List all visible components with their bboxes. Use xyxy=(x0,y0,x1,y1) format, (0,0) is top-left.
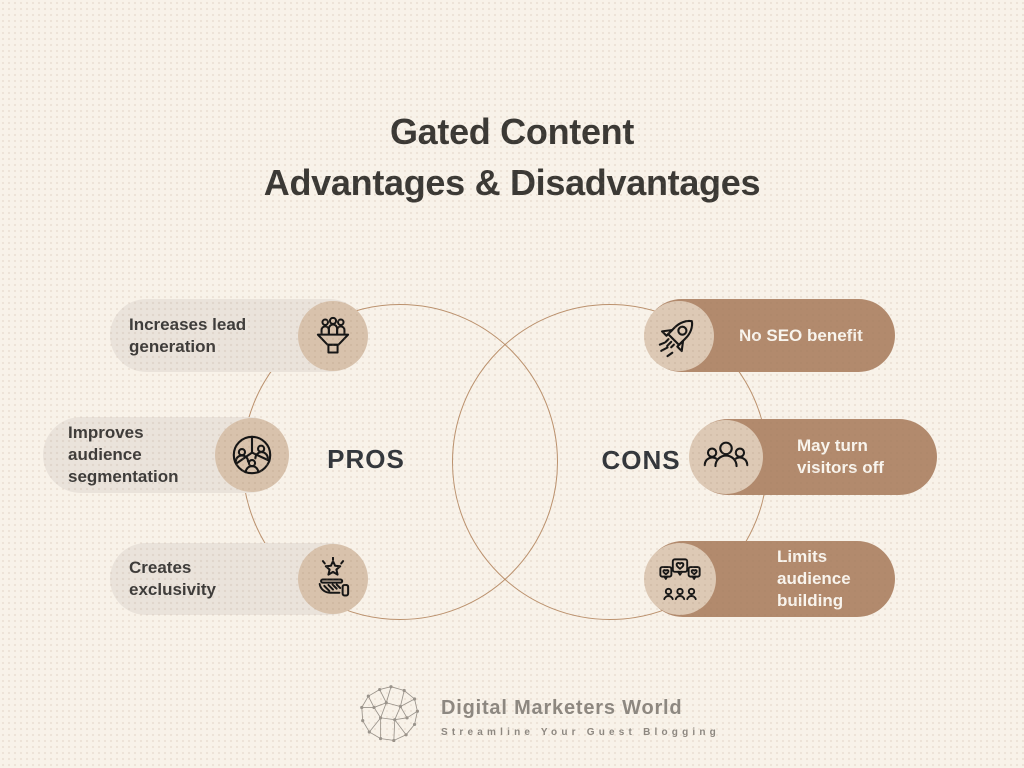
cons-item-no-seo-benefit: No SEO benefit xyxy=(644,299,895,372)
cons-item-label: May turn visitors off xyxy=(797,436,884,477)
page-title-line1: Gated Content xyxy=(389,111,635,152)
cons-item-limits-audience-building: Limits audience building xyxy=(644,541,895,617)
brand-name: Digital Marketers World xyxy=(441,697,683,719)
pros-item-label: Increases lead generation xyxy=(129,314,247,356)
page-title-line2: Advantages & Disadvantages xyxy=(263,162,761,204)
network-globe-icon xyxy=(355,682,427,753)
brand-tagline: Streamline Your Guest Blogging xyxy=(441,727,720,738)
cons-item-label: Limits audience building xyxy=(777,547,851,610)
lead-funnel-icon xyxy=(298,300,368,371)
pros-label: PROS xyxy=(327,444,405,474)
cons-item-may-turn-visitors-off: May turn visitors off xyxy=(689,419,937,495)
exclusivity-star-icon xyxy=(298,544,368,614)
audience-segmentation-icon xyxy=(215,418,289,492)
audience-speech-icon xyxy=(644,543,716,615)
pros-item-lead-generation: Increases lead generation xyxy=(110,299,368,372)
pros-item-audience-segmentation: Improves audience segmentation xyxy=(43,417,289,493)
footer-brand-block: Digital Marketers World Streamline Your … xyxy=(355,682,720,753)
pros-item-label: Creates exclusivity xyxy=(129,558,216,599)
visitors-group-icon xyxy=(689,420,763,494)
cons-item-label: No SEO benefit xyxy=(739,325,863,345)
pros-item-creates-exclusivity: Creates exclusivity xyxy=(110,543,368,615)
rocket-icon xyxy=(644,300,714,371)
page-title: Gated Content Advantages & Disadvantages xyxy=(0,106,1024,208)
cons-label: CONS xyxy=(601,445,681,475)
pros-item-label: Improves audience segmentation xyxy=(68,423,179,486)
